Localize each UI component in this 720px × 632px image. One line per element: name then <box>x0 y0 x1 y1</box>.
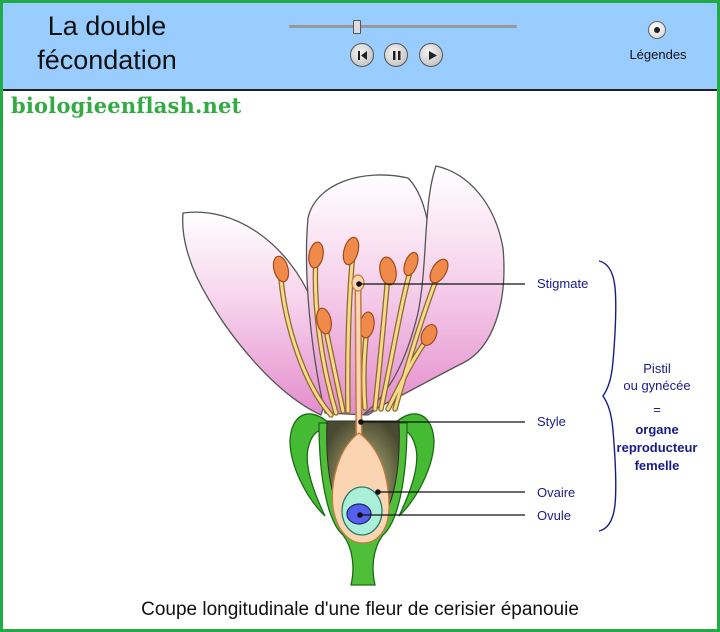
petals <box>182 165 505 416</box>
progress-slider-thumb[interactable] <box>353 20 361 34</box>
anther <box>403 251 419 277</box>
page-title: La double fécondation <box>17 9 197 77</box>
pistil-bracket <box>598 260 617 532</box>
petal-left <box>182 211 328 416</box>
sepal-left <box>289 413 330 517</box>
stamen-filaments <box>278 250 441 418</box>
sepal-right <box>394 413 435 517</box>
play-icon <box>429 51 437 60</box>
rewind-icon <box>358 51 367 60</box>
play-button[interactable] <box>419 43 443 67</box>
title-line-2: fécondation <box>37 45 177 75</box>
title-line-1: La double <box>47 11 167 41</box>
rewind-button[interactable] <box>350 43 374 67</box>
anther <box>272 255 290 283</box>
anther <box>316 307 332 335</box>
pause-button[interactable] <box>384 43 408 67</box>
bracket-line-6: femelle <box>635 458 680 473</box>
bracket-line-1: Pistil <box>643 361 671 376</box>
diagram-caption: Coupe longitudinale d'une fleur de ceris… <box>141 599 579 620</box>
bracket-line-3: = <box>653 402 661 417</box>
label-ovule: Ovule <box>537 508 571 523</box>
anthers <box>272 236 449 346</box>
legend-radio-dot <box>654 27 660 33</box>
anther <box>429 258 449 284</box>
label-style: Style <box>537 414 566 429</box>
sepals <box>289 413 435 517</box>
header-bar: La double fécondation Légendes <box>3 3 717 91</box>
bracket-line-5: reproducteur <box>617 440 698 455</box>
progress-slider-track[interactable] <box>289 25 517 28</box>
anther <box>342 236 360 266</box>
anther <box>420 324 438 346</box>
anther <box>308 241 324 269</box>
leader-lines <box>356 281 525 518</box>
site-name: biologieenflash.net <box>11 93 242 118</box>
legend-label: Légendes <box>629 47 687 62</box>
pause-icon <box>393 51 401 60</box>
legend-radio[interactable] <box>648 21 666 39</box>
bracket-line-2: ou gynécée <box>623 378 690 393</box>
label-ovaire: Ovaire <box>537 485 575 500</box>
anther <box>379 256 397 286</box>
label-stigmate: Stigmate <box>537 276 588 291</box>
bracket-line-4: organe <box>635 422 678 437</box>
flower-diagram: Stigmate Style Ovaire Ovule Pistil ou gy… <box>182 165 698 586</box>
